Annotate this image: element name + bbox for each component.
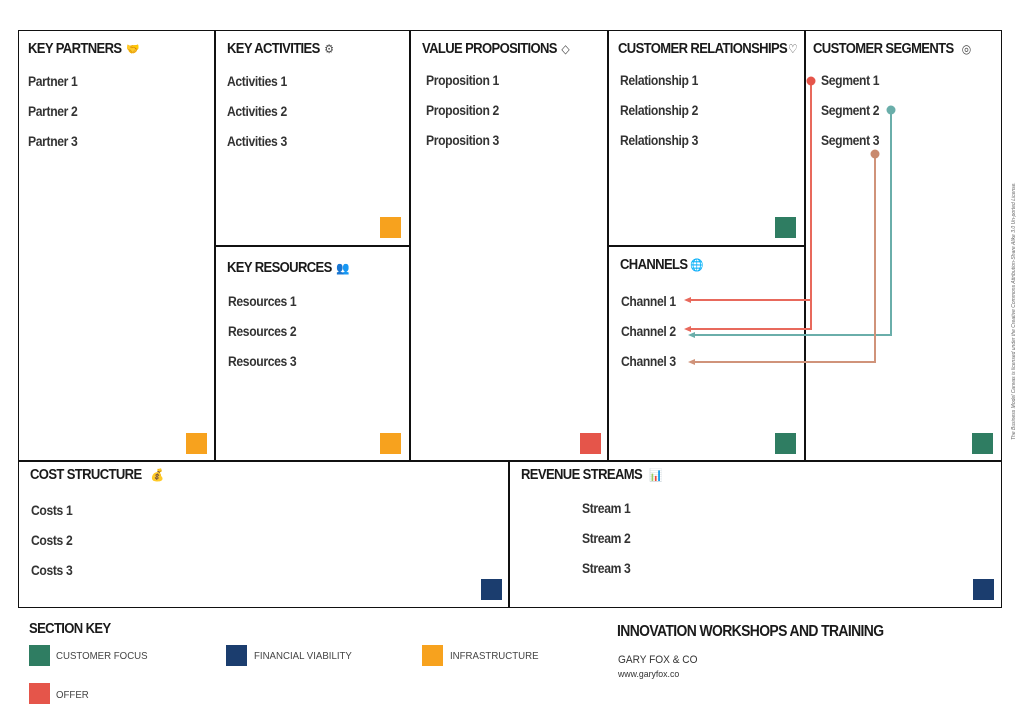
globe-icon: 🌐	[690, 258, 703, 272]
heart-icon: ♡	[788, 42, 798, 56]
financial-viability-marker	[481, 579, 502, 600]
segment3-connector	[692, 154, 876, 363]
infrastructure-marker	[380, 433, 401, 454]
key-activities-title: KEY ACTIVITIES⚙	[227, 41, 334, 57]
arrow-icon	[688, 332, 695, 338]
list-item: Costs 1	[31, 503, 73, 518]
list-item: Proposition 3	[426, 133, 499, 148]
offer-swatch	[29, 683, 50, 704]
license-text: The Business Model Canvas is licensed un…	[1011, 182, 1017, 440]
target-icon: ◎	[961, 42, 971, 56]
arrow-icon	[684, 326, 691, 332]
customer-relationships-block	[607, 30, 806, 247]
list-item: Activities 1	[227, 74, 287, 89]
list-item: Stream 1	[582, 501, 631, 516]
infrastructure-marker	[380, 217, 401, 238]
customer-focus-marker	[775, 217, 796, 238]
segment2-dot	[886, 105, 896, 115]
handshake-icon: 🤝	[125, 42, 139, 56]
people-icon: 👥	[336, 261, 350, 275]
list-item: Activities 3	[227, 134, 287, 149]
list-item: Segment 3	[821, 133, 880, 148]
customer-focus-marker	[775, 433, 796, 454]
list-item: Relationship 1	[620, 73, 699, 88]
key-label: FINANCIAL VIABILITY	[254, 650, 352, 662]
company-name: GARY FOX & CO	[618, 654, 698, 666]
list-item: Resources 3	[228, 354, 297, 369]
segment3-dot	[870, 149, 880, 159]
list-item: Segment 2	[821, 103, 880, 118]
list-item: Resources 2	[228, 324, 297, 339]
list-item: Costs 2	[31, 533, 73, 548]
list-item: Relationship 2	[620, 103, 699, 118]
key-partners-title: KEY PARTNERS🤝	[28, 41, 139, 57]
customer-relationships-title: CUSTOMER RELATIONSHIPS♡	[618, 41, 798, 57]
segment1-connector	[688, 81, 812, 330]
list-item: Relationship 3	[620, 133, 699, 148]
financial-viability-marker	[973, 579, 994, 600]
list-item: Proposition 2	[426, 103, 499, 118]
revenue-streams-title: REVENUE STREAMS📊	[521, 467, 663, 483]
list-item: Partner 2	[28, 104, 78, 119]
key-activities-block	[214, 30, 411, 247]
list-item: Channel 2	[621, 324, 676, 339]
money-bag-icon: 💰	[150, 468, 164, 482]
key-label: CUSTOMER FOCUS	[56, 650, 148, 662]
financial-viability-swatch	[226, 645, 247, 666]
website-link[interactable]: www.garyfox.co	[618, 669, 680, 680]
list-item: Partner 1	[28, 74, 78, 89]
list-item: Costs 3	[31, 563, 73, 578]
value-propositions-title: VALUE PROPOSITIONS◇	[422, 41, 570, 57]
list-item: Activities 2	[227, 104, 287, 119]
cost-structure-block	[18, 460, 510, 608]
customer-segments-title: CUSTOMER SEGMENTS◎	[813, 41, 971, 57]
arrow-icon	[684, 297, 691, 303]
list-item: Resources 1	[228, 294, 297, 309]
key-label: INFRASTRUCTURE	[450, 650, 539, 662]
list-item: Stream 3	[582, 561, 631, 576]
revenue-streams-block	[508, 460, 1002, 608]
segment1-dot	[806, 76, 816, 86]
list-item: Channel 3	[621, 354, 676, 369]
key-resources-block	[214, 245, 411, 462]
section-key-title: SECTION KEY	[29, 621, 111, 637]
infrastructure-swatch	[422, 645, 443, 666]
list-item: Stream 2	[582, 531, 631, 546]
infrastructure-marker	[186, 433, 207, 454]
arrow-icon	[688, 359, 695, 365]
key-resources-title: KEY RESOURCES👥	[227, 260, 350, 276]
key-label: OFFER	[56, 689, 89, 701]
customer-segments-block	[804, 30, 1002, 462]
list-item: Proposition 1	[426, 73, 499, 88]
list-item: Partner 3	[28, 134, 78, 149]
cost-structure-title: COST STRUCTURE💰	[30, 467, 164, 483]
list-item: Segment 1	[821, 73, 880, 88]
customer-focus-marker	[972, 433, 993, 454]
gears-icon: ⚙	[324, 42, 334, 56]
segment2-connector	[692, 110, 892, 336]
channels-title: CHANNELS🌐	[620, 257, 704, 273]
list-item: Channel 1	[621, 294, 676, 309]
offer-marker	[580, 433, 601, 454]
diamond-icon: ◇	[561, 42, 570, 56]
footer-title: INNOVATION WORKSHOPS AND TRAINING	[617, 623, 884, 640]
bar-chart-icon: 📊	[649, 468, 663, 482]
channels-block	[607, 245, 806, 462]
customer-focus-swatch	[29, 645, 50, 666]
